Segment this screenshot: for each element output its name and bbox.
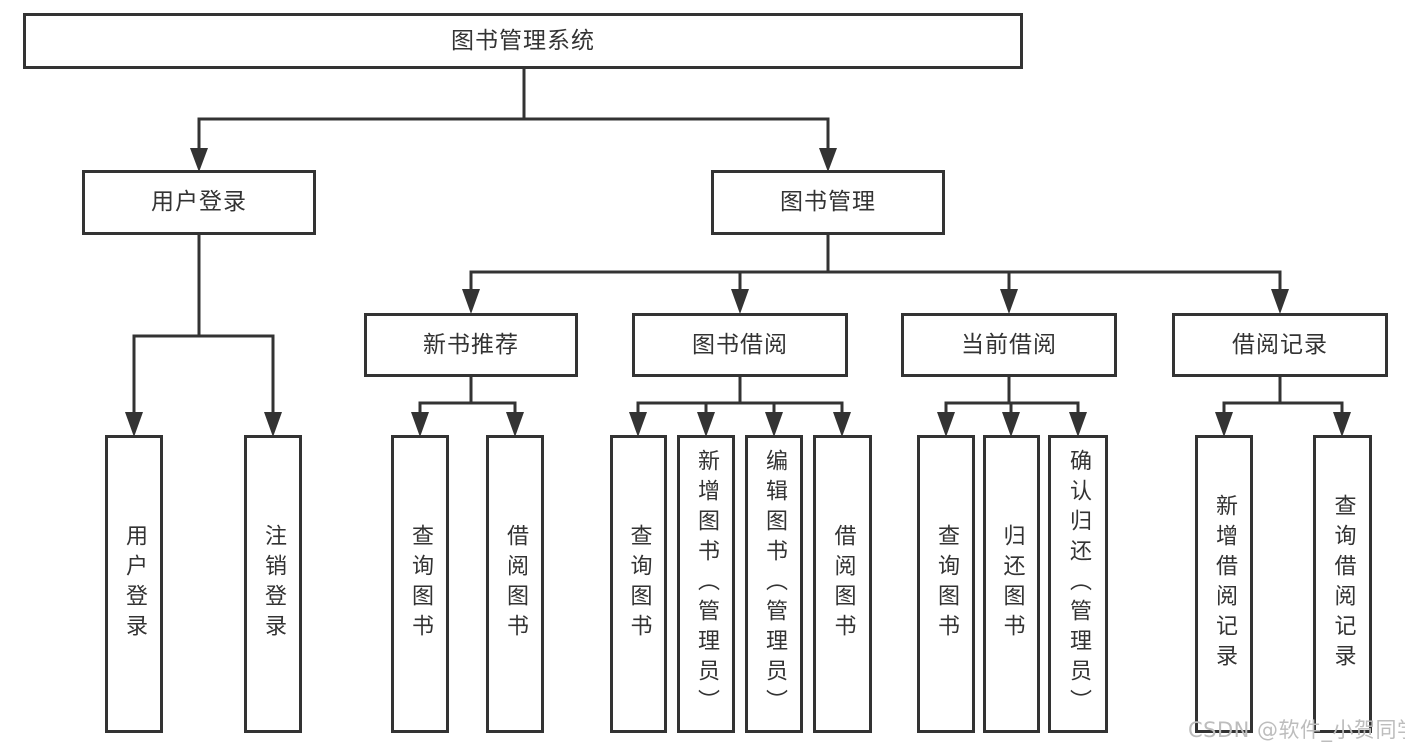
leaf-add-books-admin: 新增图书（管理员） xyxy=(677,435,735,733)
leaf-borrow-books: 借阅图书 xyxy=(813,435,872,733)
leaf-query-books-current: 查询图书 xyxy=(917,435,975,733)
node-borrowing-records: 借阅记录 xyxy=(1172,313,1388,377)
node-book-management: 图书管理 xyxy=(711,170,945,235)
leaf-confirm-return-admin: 确认归还（管理员） xyxy=(1048,435,1108,733)
leaf-edit-books-admin: 编辑图书（管理员） xyxy=(745,435,803,733)
leaf-user-login: 用户登录 xyxy=(105,435,163,733)
node-book-borrowing: 图书借阅 xyxy=(632,313,848,377)
node-user-login: 用户登录 xyxy=(82,170,316,235)
leaf-logout: 注销登录 xyxy=(244,435,302,733)
node-new-book-recommendation: 新书推荐 xyxy=(364,313,578,377)
arrowheads xyxy=(125,148,1351,437)
node-library-management-system: 图书管理系统 xyxy=(23,13,1023,69)
leaf-query-books-recommend: 查询图书 xyxy=(391,435,449,733)
leaf-return-books: 归还图书 xyxy=(983,435,1040,733)
leaf-borrow-books-recommend: 借阅图书 xyxy=(486,435,544,733)
leaf-query-borrow-record: 查询借阅记录 xyxy=(1313,435,1372,733)
csdn-watermark: CSDN @软件_小贺同学 xyxy=(1188,718,1405,742)
node-current-borrowing: 当前借阅 xyxy=(901,313,1117,377)
leaf-query-books-borrow: 查询图书 xyxy=(610,435,667,733)
leaf-add-borrow-record: 新增借阅记录 xyxy=(1195,435,1253,733)
